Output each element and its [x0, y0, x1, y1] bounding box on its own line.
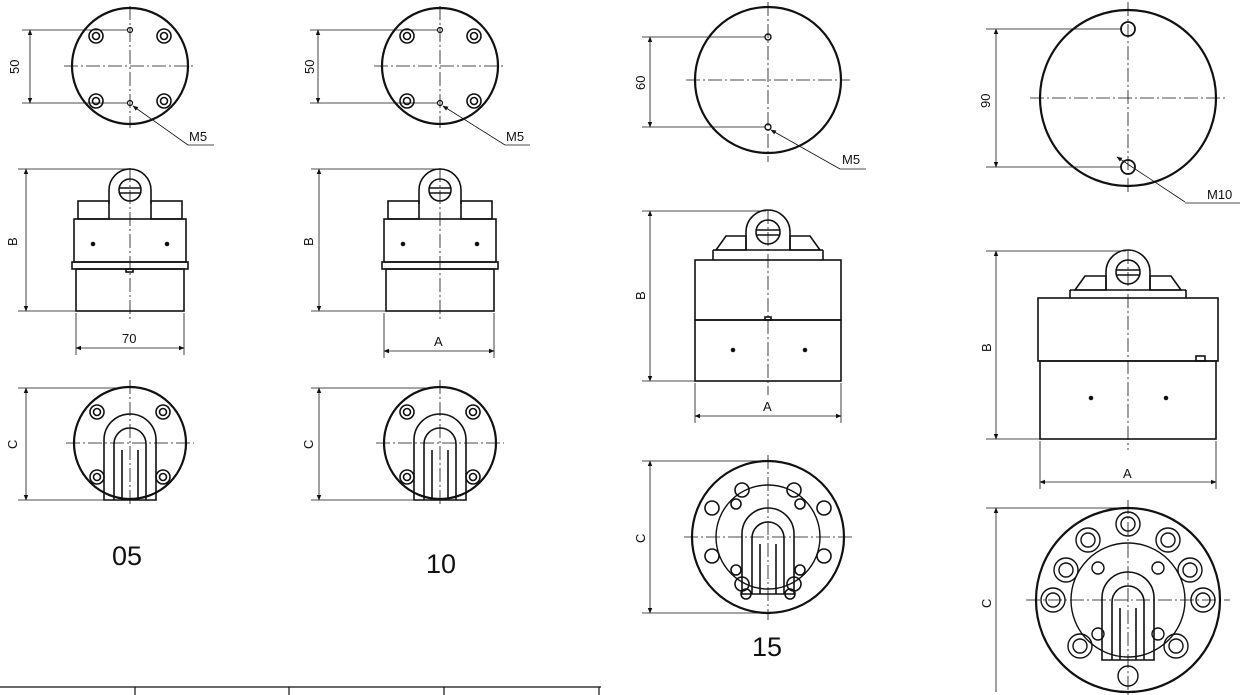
base-label-right: C	[979, 599, 994, 608]
front-view-10	[381, 168, 499, 320]
top-dim-15: 60	[633, 76, 648, 90]
front-view-15	[694, 209, 842, 395]
height-label-right: B	[979, 343, 994, 352]
bottom-view-15	[642, 455, 852, 620]
model-label-15: 15	[752, 632, 782, 662]
base-label-10: C	[301, 440, 316, 449]
thread-label-right: M10	[1207, 187, 1232, 202]
model-label-10: 10	[426, 549, 456, 579]
top-view-right	[986, 2, 1240, 204]
top-dim-10: 50	[302, 60, 317, 74]
height-label-10: B	[301, 237, 316, 246]
thread-label-05: M5	[189, 129, 207, 144]
top-view-05	[22, 6, 214, 146]
thread-label-10: M5	[506, 129, 524, 144]
view-model-10: 50 M5 B A	[301, 6, 530, 579]
base-label-05: C	[5, 440, 20, 449]
width-label-05: 70	[122, 331, 136, 346]
top-view-15	[642, 2, 866, 170]
top-dim-right: 90	[978, 94, 993, 108]
view-model-right: 90 M10 B A	[978, 2, 1240, 695]
front-view-right	[1037, 249, 1219, 450]
width-label-15: A	[763, 399, 772, 414]
width-label-10: A	[434, 334, 443, 349]
view-model-15: 60 M5 B A	[633, 2, 866, 662]
base-label-15: C	[633, 534, 648, 543]
data-table-fragment	[0, 686, 601, 695]
height-label-05: B	[5, 237, 20, 246]
view-model-05: 50 M5 B 70	[5, 6, 214, 571]
height-label-15: B	[633, 291, 648, 300]
top-view-10	[310, 6, 530, 146]
bottom-view-10	[311, 380, 504, 505]
top-dim-05: 50	[7, 60, 22, 74]
bottom-view-right	[986, 500, 1230, 695]
thread-label-15: M5	[842, 152, 860, 167]
model-label-05: 05	[112, 541, 142, 571]
width-label-right: A	[1123, 466, 1132, 481]
bottom-view-05	[18, 380, 194, 505]
front-view-05	[71, 168, 189, 320]
